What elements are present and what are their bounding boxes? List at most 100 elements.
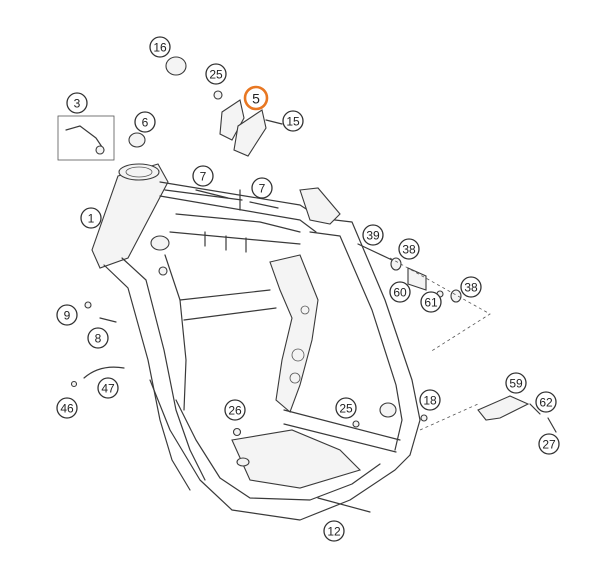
spine-hole: [300, 305, 310, 315]
lower-mount-left: [236, 457, 250, 467]
callout-label-25: 25: [209, 68, 223, 82]
callout-label-46: 46: [60, 402, 74, 416]
part-46-clip: [70, 380, 78, 388]
top-rail-left: [164, 189, 301, 245]
part-3-lock: [65, 125, 105, 151]
callout-46: 46: [56, 397, 78, 419]
callout-9: 9: [56, 304, 78, 326]
top-rail-studs: [204, 189, 247, 253]
right-rail-outer: [317, 217, 421, 456]
callout-circle-59: [505, 372, 527, 394]
callout-circle-38: [398, 238, 420, 260]
callout-7: 7: [251, 177, 273, 199]
exploded-parts: [57, 56, 557, 513]
callout-circle-38: [460, 276, 482, 298]
callout-3: 3: [66, 92, 88, 114]
part-60-spacer: [407, 267, 427, 291]
callout-60: 60: [389, 281, 411, 303]
hardware-guide-line: [389, 257, 491, 353]
callout-label-38: 38: [464, 281, 478, 295]
part-5-bracket-right: [233, 109, 267, 157]
part-62-bolt: [529, 403, 541, 415]
callout-25: 25: [205, 63, 227, 85]
callout-circle-8: [87, 327, 109, 349]
lower-mount-right: [379, 402, 397, 418]
callout-label-1: 1: [88, 212, 95, 226]
rear-upper-bracket: [299, 187, 341, 225]
callout-1: 1: [80, 207, 102, 229]
down-tube-rear: [121, 257, 206, 481]
callout-16: 16: [149, 36, 171, 58]
lower-cross-brace: [283, 409, 401, 453]
mid-brace: [179, 289, 277, 321]
skid-plate-area: [231, 429, 362, 489]
callout-label-61: 61: [424, 296, 438, 310]
part-18-nut: [420, 414, 428, 422]
part-12-long-bolt: [317, 497, 371, 513]
callout-label-3: 3: [74, 97, 81, 111]
callout-39: 39: [362, 224, 384, 246]
callout-label-38: 38: [402, 243, 416, 257]
callout-47: 47: [97, 377, 119, 399]
callout-circle-7: [251, 177, 273, 199]
callout-circle-61: [420, 291, 442, 313]
callout-8: 8: [87, 327, 109, 349]
callout-27: 27: [538, 433, 560, 455]
callout-label-59: 59: [509, 377, 523, 391]
callout-circle-25: [205, 63, 227, 85]
cradle-inner: [175, 399, 381, 501]
callout-circle-47: [97, 377, 119, 399]
part-3-key: [95, 145, 105, 155]
callout-label-39: 39: [366, 229, 380, 243]
callout-circle-27: [538, 433, 560, 455]
pivot-hole-upper: [291, 348, 305, 362]
callout-circle-16: [149, 36, 171, 58]
part-39-bolt: [357, 243, 393, 261]
part-27-screw: [547, 417, 557, 433]
callout-38: 38: [398, 238, 420, 260]
callout-18: 18: [419, 389, 441, 411]
part-25-nut-top: [213, 90, 223, 100]
callout-label-7: 7: [200, 170, 207, 184]
callout-5: 5: [243, 85, 269, 111]
right-rail-inner: [309, 231, 403, 451]
top-crossbar: [175, 213, 301, 233]
part-38-washer-a: [390, 257, 402, 271]
callout-circle-60: [389, 281, 411, 303]
head-tube-plug: [150, 235, 170, 251]
callout-circle-9: [56, 304, 78, 326]
callout-label-9: 9: [64, 309, 71, 323]
callout-7: 7: [192, 165, 214, 187]
part-9-nut: [84, 301, 92, 309]
callout-59: 59: [505, 372, 527, 394]
head-tube-boss: [158, 266, 168, 276]
callout-circle-6: [134, 111, 156, 133]
callout-15: 15: [282, 110, 304, 132]
lower-guide-line: [419, 403, 479, 431]
callout-circle-3: [66, 92, 88, 114]
callout-circle-12: [323, 520, 345, 542]
callout-label-47: 47: [101, 382, 115, 396]
callout-circle-46: [56, 397, 78, 419]
callout-label-62: 62: [539, 396, 553, 410]
part-7-strip-b: [249, 201, 279, 209]
part-6-bushing: [128, 132, 146, 148]
callout-circle-5: [243, 85, 269, 111]
part-25-nut-lower: [352, 420, 360, 428]
callout-label-27: 27: [542, 438, 556, 452]
part-8-bolt: [99, 317, 117, 323]
part-15-bolt: [265, 119, 283, 125]
callout-circle-25: [335, 397, 357, 419]
callout-label-7: 7: [259, 182, 266, 196]
callout-circle-15: [282, 110, 304, 132]
callout-label-12: 12: [327, 525, 341, 539]
steering-head-top: [118, 163, 160, 181]
callout-61: 61: [420, 291, 442, 313]
central-spine: [269, 254, 319, 413]
callout-label-16: 16: [153, 41, 167, 55]
callout-label-18: 18: [423, 394, 437, 408]
callout-circle-18: [419, 389, 441, 411]
pivot-hole-lower: [289, 372, 301, 384]
part-47-hose: [83, 366, 125, 379]
callout-circle-39: [362, 224, 384, 246]
